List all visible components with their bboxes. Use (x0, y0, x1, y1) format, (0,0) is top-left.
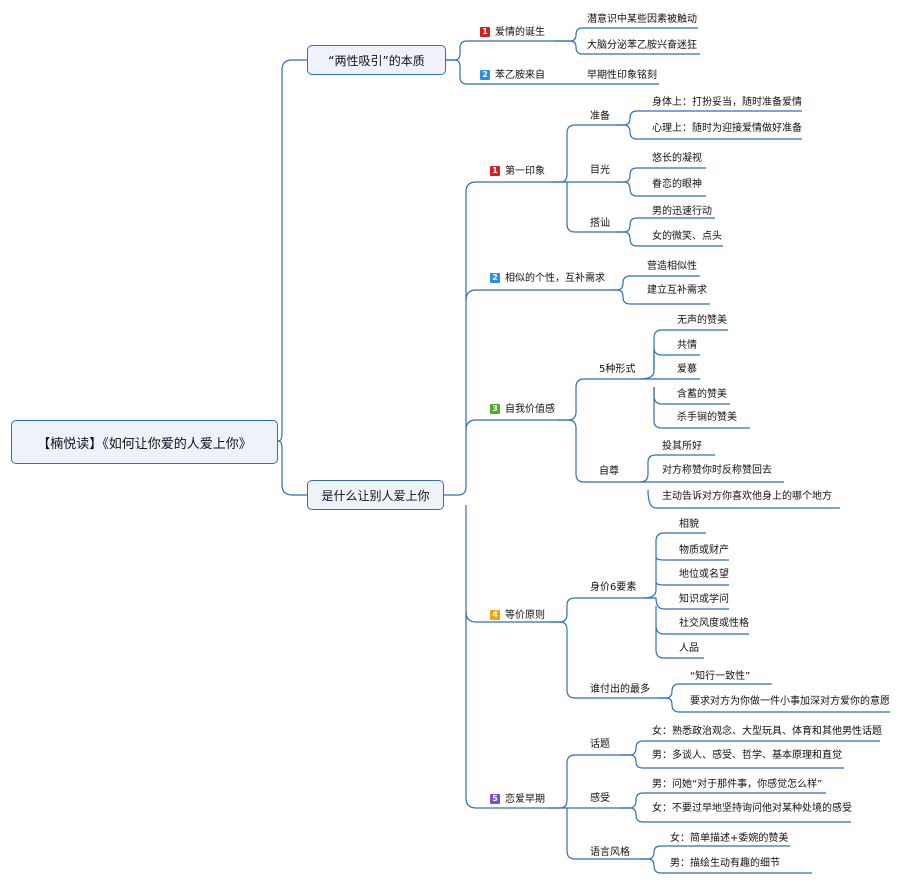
subtopic[interactable]: 谁付出的最多 (590, 684, 650, 695)
leaf[interactable]: 人品 (679, 643, 699, 654)
leaf[interactable]: 眷恋的眼神 (652, 179, 702, 190)
leaf[interactable]: 地位或名望 (679, 569, 729, 580)
leaf[interactable]: 无声的赞美 (677, 315, 727, 326)
topic-equivalence[interactable]: 等价原则 (505, 610, 545, 621)
leaf[interactable]: 早期性印象铭刻 (587, 70, 657, 81)
leaf[interactable]: 身体上：打扮妥当，随时准备爱情 (652, 97, 802, 108)
number-badge-5: 5 (490, 794, 500, 804)
subtopic[interactable]: 搭讪 (590, 218, 610, 229)
leaf[interactable]: 相貌 (679, 519, 699, 530)
topic-self-worth[interactable]: 自我价值感 (505, 404, 555, 415)
topic-pea-source[interactable]: 苯乙胺来自 (495, 70, 545, 81)
leaf[interactable]: 男：问她“对于那件事，你感觉怎么样” (652, 779, 823, 790)
subtopic[interactable]: 感受 (590, 793, 610, 804)
leaf[interactable]: 潜意识中某些因素被触动 (587, 14, 697, 25)
subtopic[interactable]: 话题 (590, 739, 610, 750)
number-badge-3: 3 (490, 404, 500, 414)
leaf[interactable]: 物质或财产 (679, 545, 729, 556)
leaf[interactable]: 女的微笑、点头 (652, 231, 722, 242)
number-badge-4: 4 (490, 610, 500, 620)
subtopic[interactable]: 身价6要素 (590, 582, 637, 593)
topic-early-romance[interactable]: 恋爱早期 (505, 794, 545, 805)
leaf[interactable]: “知行一致性” (690, 671, 751, 682)
subtopic[interactable]: 准备 (590, 111, 610, 122)
number-badge-1: 1 (490, 166, 500, 176)
leaf[interactable]: 对方称赞你时反称赞回去 (662, 465, 772, 476)
leaf[interactable]: 男：描绘生动有趣的细节 (670, 858, 780, 869)
leaf[interactable]: 要求对方为你做一件小事加深对方爱你的意愿 (690, 696, 890, 707)
branch-what-makes-love[interactable]: 是什么让别人爱上你 (307, 480, 444, 510)
leaf[interactable]: 爱慕 (677, 364, 697, 375)
leaf[interactable]: 建立互补需求 (647, 285, 707, 296)
subtopic[interactable]: 目光 (590, 165, 610, 176)
leaf[interactable]: 社交风度或性格 (679, 618, 749, 629)
branch-attraction-essence[interactable]: “两性吸引”的本质 (307, 45, 446, 75)
subtopic[interactable]: 语言风格 (590, 847, 630, 858)
leaf[interactable]: 女：简单描述+委婉的赞美 (670, 833, 789, 844)
leaf[interactable]: 心理上：随时为迎接爱情做好准备 (652, 123, 802, 134)
leaf[interactable]: 悠长的凝视 (652, 153, 702, 164)
topic-first-impression[interactable]: 第一印象 (505, 166, 545, 177)
leaf[interactable]: 女：不要过早地坚持询问他对某种处境的感受 (652, 803, 852, 814)
leaf[interactable]: 男的迅速行动 (652, 206, 712, 217)
leaf[interactable]: 共情 (677, 340, 697, 351)
leaf[interactable]: 女：熟悉政治观念、大型玩具、体育和其他男性话题 (652, 726, 882, 737)
leaf[interactable]: 投其所好 (662, 441, 702, 452)
subtopic[interactable]: 自尊 (599, 466, 619, 477)
subtopic[interactable]: 5种形式 (599, 364, 636, 375)
topic-love-birth[interactable]: 爱情的诞生 (495, 27, 545, 38)
leaf[interactable]: 营造相似性 (647, 261, 697, 272)
topic-similar-personality[interactable]: 相似的个性，互补需求 (505, 273, 605, 284)
leaf[interactable]: 大脑分泌苯乙胺兴奋迷狂 (587, 40, 697, 51)
root-topic[interactable]: 【楠悦读】《如何让你爱的人爱上你》 (11, 420, 278, 464)
leaf[interactable]: 知识或学问 (679, 594, 729, 605)
leaf[interactable]: 杀手锏的赞美 (677, 412, 737, 423)
leaf[interactable]: 含蓄的赞美 (677, 389, 727, 400)
number-badge-1: 1 (480, 27, 490, 37)
leaf[interactable]: 主动告诉对方你喜欢他身上的哪个地方 (662, 491, 832, 502)
number-badge-2: 2 (480, 70, 490, 80)
leaf[interactable]: 男：多谈人、感受、哲学、基本原理和直觉 (652, 750, 842, 761)
number-badge-2: 2 (490, 273, 500, 283)
